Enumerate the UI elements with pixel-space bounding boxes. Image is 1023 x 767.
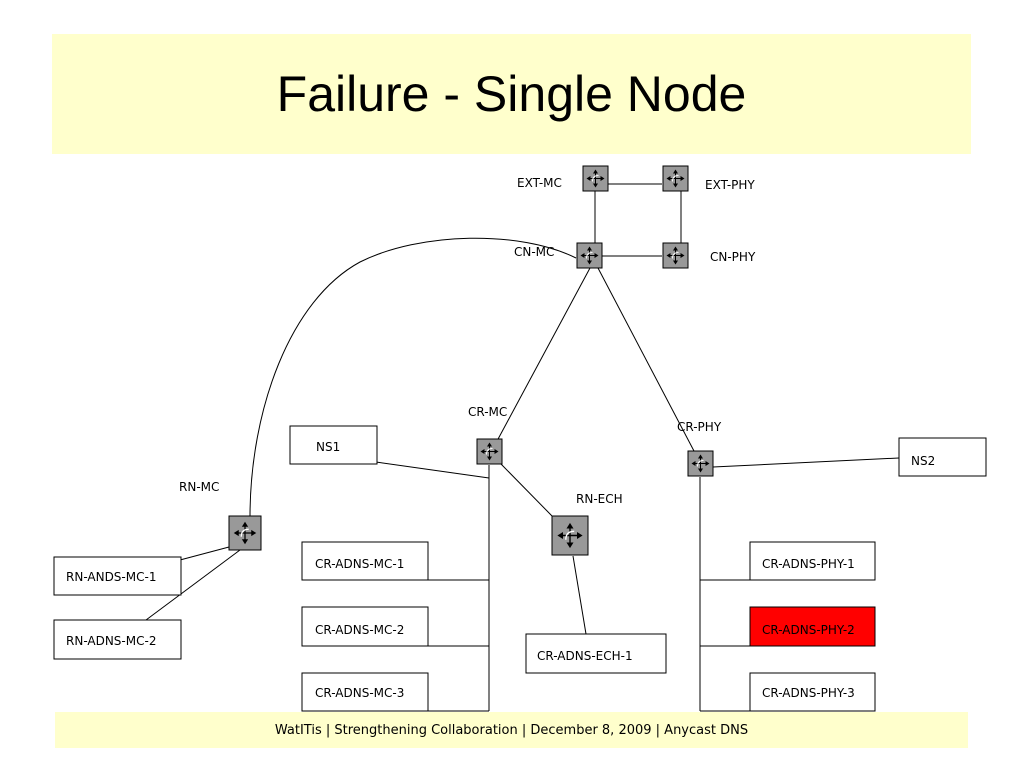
links [145, 183, 900, 712]
label-ext-phy: EXT-PHY [705, 178, 755, 192]
host-cr-adns-ech-1-label: CR-ADNS-ECH-1 [537, 649, 633, 663]
host-cr-adns-phy-2-failed: CR-ADNS-PHY-2 [749, 606, 876, 647]
link-cn-mc-rn-mc [249, 237, 577, 518]
host-rn-adns-mc-2-label: RN-ADNS-MC-2 [66, 634, 156, 648]
host-cr-adns-phy-1: CR-ADNS-PHY-1 [749, 541, 876, 581]
router-ext-mc [582, 165, 609, 192]
host-ns2-label: NS2 [911, 454, 935, 468]
host-ns1: NS1 [289, 425, 378, 465]
host-cr-adns-mc-1: CR-ADNS-MC-1 [301, 541, 429, 581]
host-cr-adns-mc-1-label: CR-ADNS-MC-1 [315, 557, 404, 571]
label-cr-phy: CR-PHY [677, 420, 722, 434]
link-cr-phy-ns2 [712, 457, 900, 468]
link-cn-mc-cr-mc [496, 267, 591, 442]
router-rn-ech [551, 515, 589, 556]
host-cr-adns-mc-3-label: CR-ADNS-MC-3 [315, 686, 404, 700]
router-rn-mc [228, 515, 262, 551]
host-cr-adns-mc-2: CR-ADNS-MC-2 [301, 606, 429, 647]
host-cr-adns-phy-2-label: CR-ADNS-PHY-2 [762, 623, 855, 637]
host-rn-adns-mc-2: RN-ADNS-MC-2 [53, 619, 182, 660]
label-cn-phy: CN-PHY [710, 250, 756, 264]
link-ns1-bus-mc [375, 461, 490, 479]
link-cr-mc-rn-ech [500, 463, 554, 518]
host-cr-adns-mc-3: CR-ADNS-MC-3 [301, 672, 429, 712]
slide-title: Failure - Single Node [276, 66, 747, 122]
link-rn-mc-rn-adns-mc-2 [145, 549, 241, 621]
host-cr-adns-phy-3-label: CR-ADNS-PHY-3 [762, 686, 855, 700]
host-rn-ands-mc-1: RN-ANDS-MC-1 [53, 556, 182, 596]
label-rn-ech: RN-ECH [576, 492, 623, 506]
footer-band: WatITis | Strengthening Collaboration | … [55, 712, 968, 748]
router-cn-mc [576, 242, 603, 269]
host-cr-adns-phy-1-label: CR-ADNS-PHY-1 [762, 557, 855, 571]
label-rn-mc: RN-MC [179, 480, 219, 494]
host-ns1-label: NS1 [316, 440, 340, 454]
host-ns2: NS2 [898, 437, 987, 477]
slide-footer: WatITis | Strengthening Collaboration | … [274, 722, 749, 738]
link-cn-mc-cr-phy [597, 267, 695, 452]
host-cr-adns-ech-1: CR-ADNS-ECH-1 [525, 633, 667, 674]
label-cr-mc: CR-MC [468, 405, 507, 419]
label-ext-mc: EXT-MC [517, 176, 562, 190]
host-cr-adns-phy-3: CR-ADNS-PHY-3 [749, 672, 876, 712]
link-rn-ech-cr-adns-ech-1 [572, 555, 587, 635]
link-rn-mc-rn-ands-mc-1 [179, 546, 230, 561]
router-cr-mc [476, 438, 503, 465]
label-cn-mc: CN-MC [514, 245, 554, 259]
host-rn-ands-mc-1-label: RN-ANDS-MC-1 [66, 570, 156, 584]
router-cr-phy [687, 450, 714, 477]
host-cr-adns-mc-2-label: CR-ADNS-MC-2 [315, 623, 404, 637]
title-band: Failure - Single Node [52, 34, 971, 154]
router-cn-phy [662, 242, 689, 269]
router-ext-phy [662, 165, 689, 192]
